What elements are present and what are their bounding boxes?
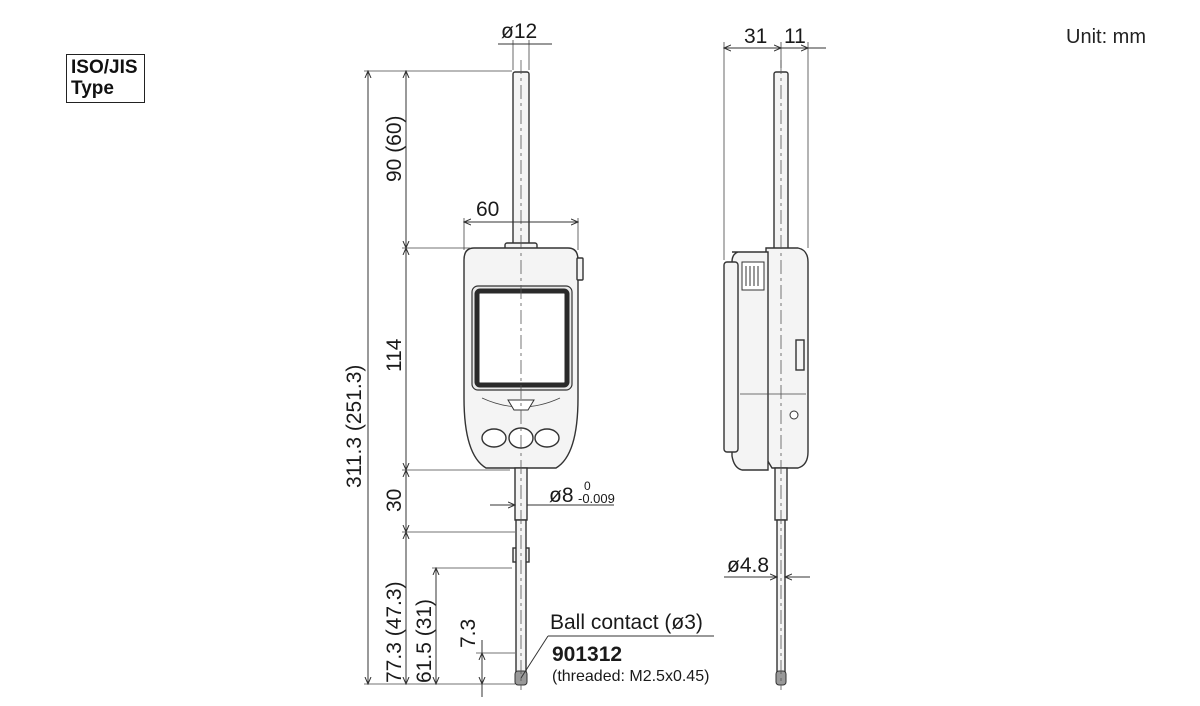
width-label: 60 [476, 198, 499, 221]
tip-length-label: 7.3 [457, 619, 480, 648]
spindle-diameter-label: ø8 [549, 484, 574, 507]
front-view [463, 60, 584, 690]
side-view [723, 60, 809, 690]
side-dimensions: 31 11 ø4.8 [724, 25, 826, 577]
side-back-cover [723, 261, 739, 453]
badge-line-2: Type [71, 78, 114, 99]
front-button-right [534, 428, 560, 448]
front-screen [474, 288, 570, 388]
standard-type-badge: ISO/JIS Type [66, 54, 145, 103]
front-side-knob [576, 257, 584, 281]
overall-height-label: 311.3 (251.3) [343, 365, 366, 488]
top-length-label: 90 (60) [383, 115, 406, 182]
spindle-tolerance-lower: -0.009 [578, 491, 615, 506]
stem-diameter-label: ø12 [501, 20, 537, 43]
part-number-label: 901312 [552, 643, 622, 666]
front-button-left [481, 428, 507, 448]
badge-line-1: ISO/JIS [71, 57, 138, 78]
ball-contact-label: Ball contact (ø3) [550, 611, 703, 634]
unit-label: Unit: mm [1066, 26, 1146, 48]
side-screw [789, 410, 799, 420]
side-connector [795, 339, 805, 371]
side-grip-lines [745, 266, 759, 286]
thread-note-label: (threaded: M2.5x0.45) [552, 668, 709, 685]
spindle-tolerance-upper: 0 [584, 479, 591, 493]
side-offset-label: 11 [784, 25, 806, 48]
stroke-length-label: 61.5 (31) [413, 599, 436, 683]
side-back-housing [731, 251, 769, 471]
neck-length-label: 30 [383, 489, 406, 512]
lower-length-label: 77.3 (47.3) [383, 581, 406, 683]
front-dimensions: ø12 60 311.3 (251.3) 90 (60) 114 [343, 20, 714, 697]
body-height-label: 114 [383, 338, 406, 372]
side-grip [741, 261, 765, 291]
side-depth-label: 31 [744, 25, 767, 48]
side-spindle-diameter-label: ø4.8 [727, 554, 769, 577]
